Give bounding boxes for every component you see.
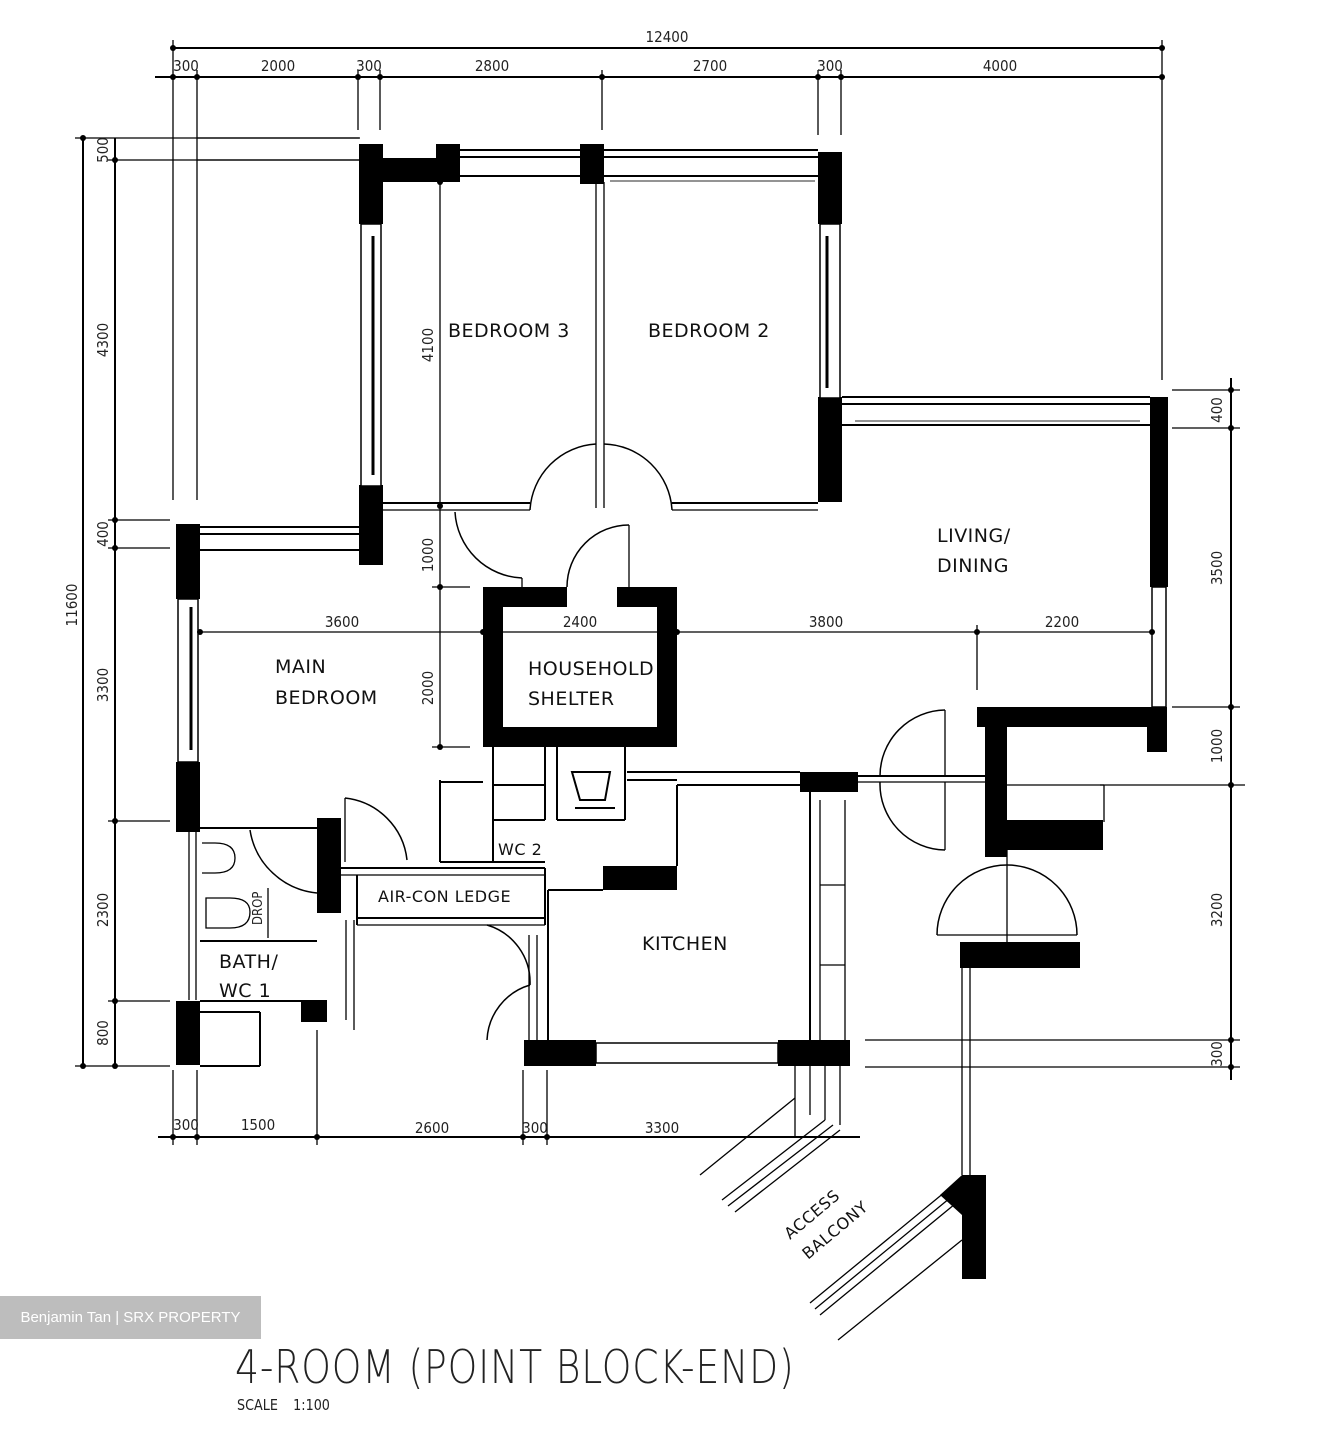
label-bath-line2: WC 1 — [219, 980, 271, 1002]
dim-living-end: 2200 — [1045, 613, 1079, 631]
top-dimension-chain: 12400 300 2000 300 2800 2700 300 4000 — [155, 28, 1165, 500]
room-labels: BEDROOM 3 BEDROOM 2 LIVING/ DINING MAIN … — [219, 320, 1011, 1263]
door-swings — [249, 443, 1078, 1041]
structural-walls — [176, 144, 1168, 1279]
dim-right-1: 400 — [1208, 397, 1226, 423]
dim-left-total: 11600 — [63, 584, 81, 627]
label-shelter-line2: SHELTER — [528, 688, 615, 710]
dim-right-3: 1000 — [1208, 729, 1226, 763]
dim-bottom-3: 2600 — [415, 1119, 449, 1137]
dim-bottom-2: 1500 — [241, 1116, 275, 1134]
dim-top-4: 2800 — [475, 57, 509, 75]
label-bedroom-3: BEDROOM 3 — [448, 320, 570, 342]
dim-top-5: 2700 — [693, 57, 727, 75]
dim-right-4: 3200 — [1208, 893, 1226, 927]
plan-title: 4-ROOM (POINT BLOCK-END) — [235, 1340, 795, 1394]
watermark-badge: Benjamin Tan | SRX PROPERTY — [0, 1296, 261, 1339]
label-main-bedroom-line1: MAIN — [275, 656, 326, 678]
label-shelter-line1: HOUSEHOLD — [528, 658, 654, 680]
dim-bottom-1: 300 — [173, 1116, 199, 1134]
label-main-bedroom-line2: BEDROOM — [275, 687, 378, 709]
right-dimension-chain: 400 3500 1000 3200 300 — [865, 378, 1245, 1080]
dim-top-7: 4000 — [983, 57, 1017, 75]
dim-top-total: 12400 — [646, 28, 689, 46]
label-drop: DROP — [251, 892, 266, 925]
dim-top-2: 2000 — [261, 57, 295, 75]
windows-and-partitions — [177, 137, 1167, 1341]
interior-dimensions: 4100 1000 2000 3600 2400 3800 2200 — [197, 179, 1155, 750]
dim-bedroom3-depth: 4100 — [419, 328, 437, 362]
dim-left-4: 3300 — [94, 668, 112, 702]
dim-shelter-width: 2400 — [563, 613, 597, 631]
label-bedroom-2: BEDROOM 2 — [648, 320, 770, 342]
label-wc-2: WC 2 — [498, 840, 542, 859]
label-kitchen: KITCHEN — [642, 933, 728, 955]
dim-top-3: 300 — [356, 57, 382, 75]
scale-note: SCALE 1:100 — [237, 1396, 330, 1414]
dim-right-5: 300 — [1208, 1041, 1226, 1067]
dim-main-bedroom-width: 3600 — [325, 613, 359, 631]
label-aircon-ledge: AIR-CON LEDGE — [378, 887, 511, 906]
label-bath-line1: BATH/ — [219, 951, 278, 973]
dim-living-width: 3800 — [809, 613, 843, 631]
dim-left-6: 800 — [94, 1020, 112, 1046]
dim-bottom-5: 3300 — [645, 1119, 679, 1137]
dim-left-5: 2300 — [94, 893, 112, 927]
dim-bottom-4: 300 — [522, 1119, 548, 1137]
label-living-line1: LIVING/ — [937, 525, 1011, 547]
dim-top-6: 300 — [817, 57, 843, 75]
dim-shelter-depth: 2000 — [419, 671, 437, 705]
dim-right-2: 3500 — [1208, 551, 1226, 585]
label-living-line2: DINING — [937, 555, 1009, 577]
dim-top-1: 300 — [173, 57, 199, 75]
dim-left-1: 500 — [94, 137, 112, 163]
left-dimension-chain: 11600 500 4300 400 3300 2300 800 — [63, 135, 360, 1069]
dim-left-3: 400 — [94, 521, 112, 547]
dim-corridor: 1000 — [419, 538, 437, 572]
bottom-dimension-chain: 300 1500 2600 300 3300 — [158, 1030, 860, 1145]
scale-label: SCALE — [237, 1396, 278, 1414]
scale-value: 1:100 — [293, 1396, 330, 1414]
dim-left-2: 4300 — [94, 323, 112, 357]
